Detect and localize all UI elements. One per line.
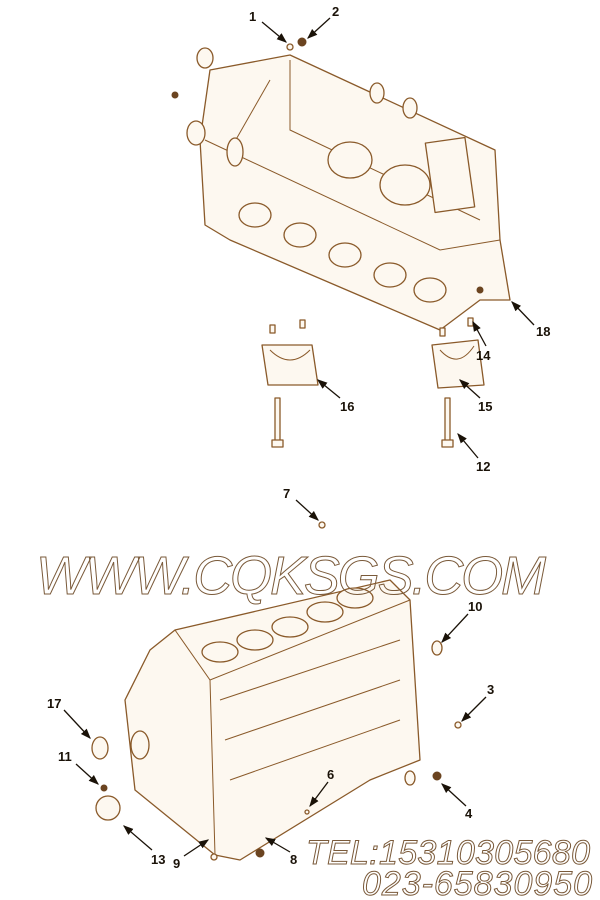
svg-text:3: 3 [487, 682, 494, 697]
svg-text:9: 9 [173, 856, 180, 871]
cylinder-bores [201, 587, 374, 663]
seal [95, 795, 121, 821]
callout-13: 13 [123, 825, 165, 867]
svg-text:14: 14 [476, 348, 491, 363]
o-ring [91, 736, 109, 760]
svg-text:2: 2 [332, 4, 339, 19]
watermark-phone: TEL:15310305680 [306, 834, 590, 872]
callout-6: 6 [309, 767, 334, 808]
svg-text:13: 13 [151, 852, 165, 867]
callout-11: 11 [58, 749, 99, 785]
o-ring [369, 82, 385, 104]
svg-text:15: 15 [478, 399, 492, 414]
watermark-phone2: 023-65830950 [362, 865, 592, 900]
svg-text:4: 4 [465, 806, 473, 821]
callout-7: 7 [283, 486, 319, 521]
callout-8: 8 [264, 837, 297, 867]
svg-text:18: 18 [536, 324, 550, 339]
svg-text:12: 12 [476, 459, 490, 474]
callout-10: 10 [441, 599, 482, 643]
svg-text:10: 10 [468, 599, 482, 614]
callout-16: 16 [316, 379, 354, 414]
callout-17: 17 [47, 696, 91, 739]
callout-18: 18 [511, 301, 550, 339]
cylinder-block-upper [171, 37, 511, 331]
svg-text:1: 1 [249, 9, 256, 24]
o-ring [196, 47, 214, 69]
main-bearing-caps [261, 317, 485, 448]
svg-text:7: 7 [283, 486, 290, 501]
cylinder-block-lower [91, 521, 462, 861]
o-ring [402, 97, 418, 119]
svg-text:11: 11 [58, 749, 72, 764]
main-bearing-saddles [238, 141, 447, 303]
callout-9: 9 [173, 839, 210, 871]
svg-text:6: 6 [327, 767, 334, 782]
callout-12: 12 [457, 433, 490, 474]
o-ring [431, 640, 443, 656]
callout-1: 1 [249, 9, 287, 43]
svg-text:8: 8 [290, 852, 297, 867]
watermark-website: WWW.CQKSGS.COM [36, 546, 546, 606]
callout-2: 2 [307, 4, 339, 39]
callout-4: 4 [441, 783, 473, 821]
callout-14: 14 [472, 320, 491, 363]
svg-text:16: 16 [340, 399, 354, 414]
callouts: 1 2 18 14 16 15 12 7 10 3 4 17 11 6 13 9… [47, 4, 550, 871]
callout-15: 15 [459, 379, 492, 414]
svg-text:17: 17 [47, 696, 61, 711]
callout-3: 3 [461, 682, 494, 722]
watermark: WWW.CQKSGS.COM TEL:15310305680 023-65830… [36, 546, 593, 900]
